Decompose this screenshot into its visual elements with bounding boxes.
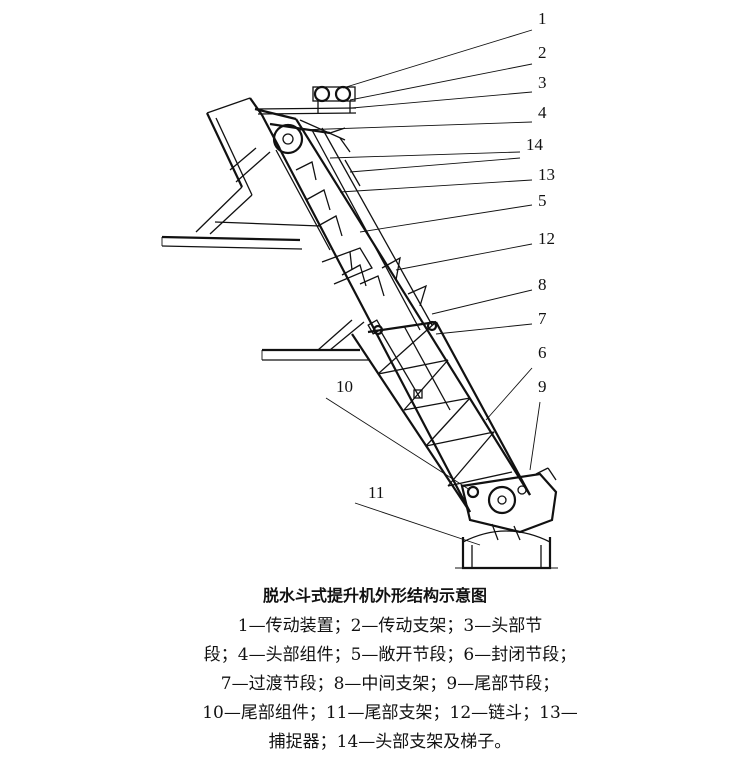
leader-lines <box>299 29 541 546</box>
inclined-casing <box>249 97 531 513</box>
elevator-diagram: 1 2 3 4 14 13 5 12 8 7 6 9 10 11 <box>161 9 558 570</box>
legend-line: 捕捉器；14—头部支架及梯子。 <box>268 732 512 752</box>
label-5: 5 <box>538 191 547 210</box>
head-section <box>254 107 361 187</box>
label-1: 1 <box>538 9 547 28</box>
label-9: 9 <box>538 377 547 396</box>
label-2: 2 <box>538 43 547 62</box>
legend-line: 10—尾部组件；11—尾部支架；12—链斗；13— <box>202 703 578 723</box>
label-14: 14 <box>526 135 544 154</box>
legend: 1—传动装置；2—传动支架；3—头部节 段；4—头部组件；5—敞开节段；6—封闭… <box>130 612 650 757</box>
label-11: 11 <box>368 483 384 502</box>
label-7: 7 <box>538 309 547 328</box>
label-4: 4 <box>538 103 547 122</box>
upper-left-support <box>161 97 321 250</box>
label-12: 12 <box>538 229 555 248</box>
figure-caption: 脱水斗式提升机外形结构示意图 <box>262 586 487 605</box>
label-10: 10 <box>336 377 353 396</box>
closed-section-truss <box>351 320 531 513</box>
label-8: 8 <box>538 275 547 294</box>
legend-line: 1—传动装置；2—传动支架；3—头部节 <box>237 616 543 636</box>
legend-line: 段；4—头部组件；5—敞开节段；6—封闭节段； <box>203 645 577 665</box>
label-6: 6 <box>538 343 547 362</box>
legend-line: 7—过渡节段；8—中间支架；9—尾部节段； <box>220 674 560 694</box>
label-13: 13 <box>538 165 555 184</box>
tail-section <box>460 467 558 541</box>
drive-device <box>254 85 357 115</box>
label-3: 3 <box>538 73 547 92</box>
tail-support <box>455 530 558 570</box>
middle-support <box>261 319 437 361</box>
